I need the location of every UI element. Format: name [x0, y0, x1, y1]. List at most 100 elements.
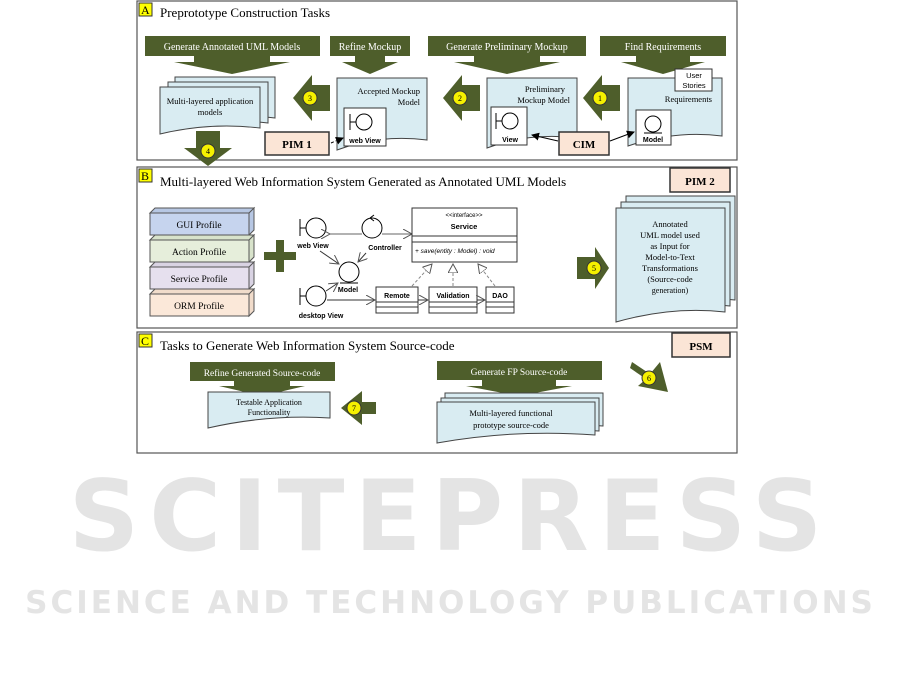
profile-action: Action Profile: [148, 233, 256, 264]
pim1-connector: [330, 137, 344, 145]
validation-class: Validation: [428, 286, 478, 314]
diagram-label: Action Profile: [172, 247, 226, 258]
diagram-label: as Input for: [650, 241, 689, 251]
panel-c-title: Tasks to Generate Web Information System…: [160, 338, 455, 353]
diagram-label: <<interface>>: [445, 213, 483, 219]
service-interface-class: <<interface>> Service + save(entity : Mo…: [411, 207, 518, 263]
user-stories-box: [674, 68, 713, 92]
task-generate-fp-source-code: Generate FP Source-code: [437, 361, 602, 396]
diagram-label: Generate Annotated UML Models: [164, 42, 301, 53]
diagram-label: User: [686, 71, 702, 80]
diagram-label: Controller: [368, 245, 402, 252]
cim-box: CIM: [558, 131, 610, 156]
task-refine-generated-source-code: Refine Generated Source-code: [190, 362, 335, 396]
diagram-label: desktop View: [299, 313, 344, 320]
boundary-icon: [501, 112, 519, 130]
panel-a-letter: A: [141, 3, 150, 17]
diagram-label: models: [198, 107, 223, 117]
diagram-label: Model-to-Text: [645, 252, 695, 262]
diagram-label: Stories: [682, 81, 706, 90]
uml-diagram: web View Controller Model desktop View <…: [296, 207, 518, 320]
profile-gui: GUI Profile: [148, 206, 256, 237]
panel-b-letter: B: [141, 169, 149, 183]
step-4-arrow: 4: [184, 131, 232, 166]
diagram-label: Refine Mockup: [339, 42, 402, 53]
diagram-label: 5: [592, 264, 596, 273]
diagram-label: prototype source-code: [473, 420, 549, 430]
diagram-label: PSM: [689, 341, 713, 353]
pim1-box: PIM 1: [264, 131, 330, 156]
diagram-label: Refine Generated Source-code: [204, 368, 321, 379]
diagram-label: Model: [338, 287, 358, 294]
diagram-label: 7: [352, 404, 356, 413]
panel-b: B Multi-layered Web Information System G…: [136, 166, 738, 329]
diagram-label: Annotated: [652, 219, 688, 229]
diagram-label: Transformations: [642, 263, 698, 273]
doc-accepted-mockup-model: Accepted Mockup Model web View: [336, 77, 428, 151]
doc-multi-layered-fp-source-code: Multi-layered functional prototype sourc…: [436, 392, 604, 444]
step-1-arrow: 1: [583, 75, 620, 121]
task-refine-mockup: Refine Mockup: [330, 36, 410, 74]
doc-requirements: User Stories Requirements Model: [627, 68, 723, 147]
step-5-arrow: 5: [577, 247, 609, 289]
diagram-label: PIM 2: [685, 176, 715, 188]
profile-orm: ORM Profile: [148, 287, 256, 318]
diagram-label: Accepted Mockup: [357, 86, 420, 96]
diagram-label: Service: [451, 222, 478, 231]
diagram-label: CIM: [573, 139, 596, 151]
diagram-label: 2: [458, 94, 462, 103]
diagram-label: ORM Profile: [174, 301, 224, 312]
diagram-label: Find Requirements: [625, 42, 701, 53]
task-generate-annotated-uml: Generate Annotated UML Models: [145, 36, 320, 74]
diagram-label: Multi-layered functional: [469, 408, 553, 418]
task-find-requirements: Find Requirements: [600, 36, 726, 74]
desktop-view-boundary-icon: [305, 285, 327, 307]
panel-a: A Preprototype Construction Tasks Genera…: [136, 0, 738, 166]
boundary-icon: [355, 113, 373, 131]
panel-a-label-box: [138, 2, 153, 17]
cim-to-view-connector: [531, 132, 559, 142]
plus-icon: [264, 240, 296, 272]
step-6-arrow: 6: [630, 362, 668, 392]
entity-icon: [644, 115, 662, 133]
diagram-label: 6: [647, 374, 651, 383]
diagram-label: View: [502, 137, 518, 144]
model-entity-icon: [338, 261, 360, 283]
diagram-label: Model: [643, 137, 663, 144]
watermark-main: SCITEPRESS: [68, 460, 833, 574]
diagram-label: Model: [398, 97, 421, 107]
diagram-label: DAO: [492, 293, 508, 300]
diagram-label: (Source-code: [647, 274, 693, 284]
diagram-label: 1: [598, 94, 602, 103]
diagram-label: Generate Preliminary Mockup: [446, 42, 568, 53]
task-generate-preliminary-mockup: Generate Preliminary Mockup: [428, 36, 586, 74]
diagram-label: Preliminary: [525, 84, 566, 94]
doc-annotated-uml-model: Annotated UML model used as Input for Mo…: [615, 195, 736, 323]
diagram-label: Multi-layered application: [167, 96, 254, 106]
watermark-sub: SCIENCE AND TECHNOLOGY PUBLICATIONS: [25, 585, 876, 621]
doc-preliminary-mockup-model: Preliminary Mockup Model View: [486, 77, 578, 149]
diagram-label: web View: [296, 243, 329, 250]
diagram-label: + save(entity : Model) : void: [415, 248, 495, 255]
pim2-box: PIM 2: [669, 167, 731, 193]
diagram-label: Remote: [384, 293, 410, 300]
panel-a-title: Preprototype Construction Tasks: [160, 5, 330, 20]
dao-class: DAO: [485, 286, 515, 314]
diagram-label: Generate FP Source-code: [471, 368, 568, 378]
diagram-label: GUI Profile: [176, 220, 221, 231]
diagram-label: Mockup Model: [517, 95, 570, 105]
diagram-label: UML model used: [640, 230, 700, 240]
diagram-label: Requirements: [665, 94, 712, 104]
diagram-label: generation): [652, 286, 689, 295]
diagram-label: 4: [206, 147, 210, 156]
cim-to-model-connector: [609, 130, 635, 142]
step-7-arrow: 7: [341, 391, 376, 425]
diagram-label: Testable Application: [236, 398, 302, 407]
psm-box: PSM: [671, 332, 731, 358]
web-view-boundary-icon: [305, 217, 327, 239]
remote-class: Remote: [375, 286, 419, 314]
diagram-label: Validation: [436, 293, 469, 300]
profile-service: Service Profile: [148, 260, 256, 291]
diagram-label: PIM 1: [282, 139, 312, 151]
